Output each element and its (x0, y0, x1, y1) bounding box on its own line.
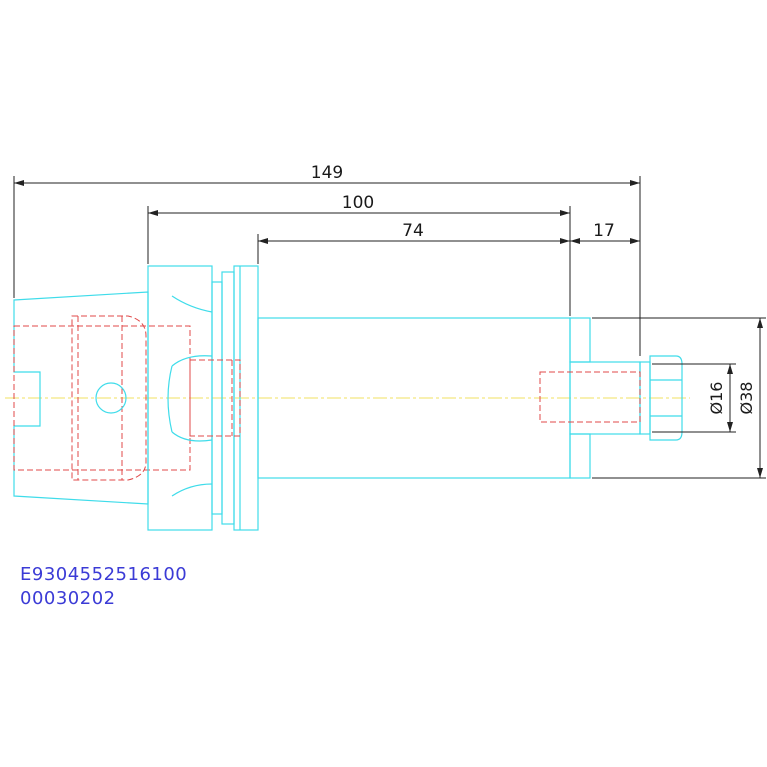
shank-hidden-detail (13, 315, 191, 481)
body-length-label: 74 (402, 221, 424, 241)
part-code-line-1: E9304552516100 (20, 564, 187, 585)
overall-length-label: 149 (311, 163, 343, 183)
dimension-shank-length: 100 (147, 193, 571, 316)
shank-length-label: 100 (342, 193, 374, 213)
dimension-overall-length: 149 (13, 163, 641, 356)
nose-length-label: 17 (593, 221, 615, 241)
large-diameter-label: Ø38 (737, 382, 756, 415)
cross-hole (95, 382, 127, 414)
dimension-body-length: 74 17 (257, 221, 640, 264)
small-diameter-label: Ø16 (707, 382, 726, 415)
dimension-large-diameter: Ø38 (592, 317, 766, 479)
nose-hidden-detail (539, 371, 641, 423)
dimension-small-diameter: Ø16 (652, 363, 736, 433)
part-code-line-2: 00030202 (20, 588, 116, 609)
flange-hidden-detail (189, 359, 241, 437)
